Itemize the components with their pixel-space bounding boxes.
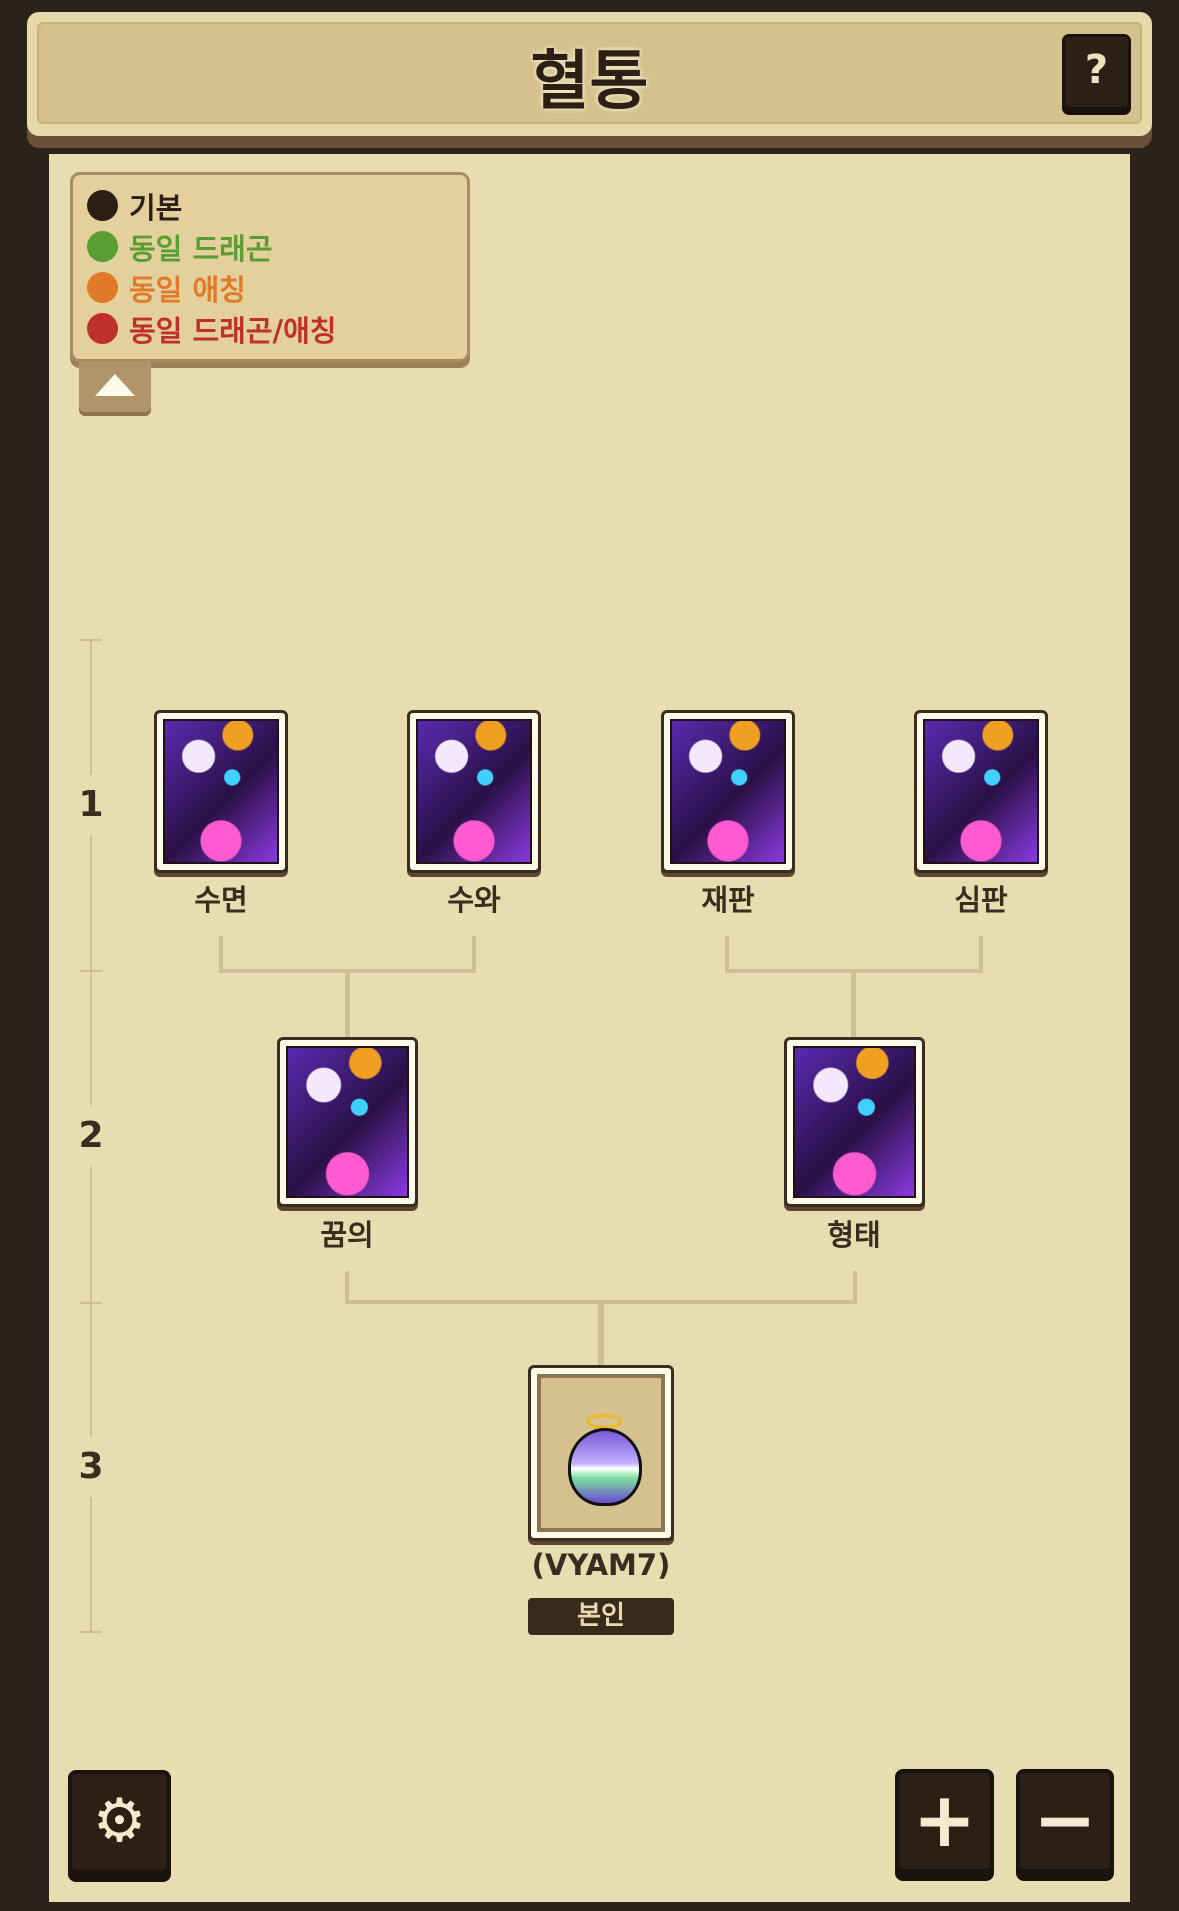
- egg-image: [537, 1374, 665, 1532]
- dragon-card[interactable]: [784, 1037, 925, 1207]
- dragon-card[interactable]: [407, 710, 541, 873]
- dragon-name: 수와: [447, 883, 501, 917]
- legend-label: 기본: [129, 190, 183, 225]
- zoom-out-button[interactable]: −: [1016, 1769, 1114, 1873]
- self-egg-card[interactable]: [528, 1365, 674, 1541]
- gear-icon: ⚙: [92, 1786, 147, 1856]
- dragon-name: 형태: [827, 1218, 881, 1252]
- legend-label: 동일 드래곤/애칭: [129, 313, 337, 348]
- level-label: 3: [70, 1437, 112, 1497]
- legend-label: 동일 드래곤: [129, 231, 273, 266]
- level-label: 1: [70, 775, 112, 835]
- tree-panel: [49, 154, 1130, 1902]
- axis-tick: [80, 1302, 102, 1304]
- level-label: 2: [70, 1106, 112, 1166]
- dragon-name: 수면: [194, 883, 248, 917]
- dot-icon: [87, 190, 118, 221]
- dragon-card[interactable]: [661, 710, 795, 873]
- legend-item-same-both: 동일 드래곤/애칭: [87, 308, 453, 349]
- dragon-image: [670, 719, 786, 864]
- page-title: 혈통: [530, 45, 649, 119]
- dragon-image: [416, 719, 532, 864]
- header-bar: 혈통 ?: [27, 12, 1152, 136]
- axis-tick: [80, 1631, 102, 1633]
- dragon-image: [923, 719, 1039, 864]
- dot-icon: [87, 231, 118, 262]
- zoom-in-button[interactable]: +: [895, 1769, 994, 1873]
- self-name: (VYAM7): [531, 1548, 671, 1582]
- axis-tick: [80, 970, 102, 972]
- dragon-card[interactable]: [277, 1037, 418, 1207]
- dot-icon: [87, 313, 118, 344]
- dragon-name: 심판: [954, 883, 1008, 917]
- help-button[interactable]: ?: [1062, 34, 1131, 110]
- dragon-image: [793, 1046, 916, 1198]
- dot-icon: [87, 272, 118, 303]
- legend-item-same-name: 동일 애칭: [87, 267, 453, 308]
- settings-button[interactable]: ⚙: [68, 1770, 171, 1874]
- legend-box: 기본 동일 드래곤 동일 애칭 동일 드래곤/애칭: [70, 172, 470, 362]
- legend-label: 동일 애칭: [129, 272, 246, 307]
- legend-item-basic: 기본: [87, 185, 453, 226]
- dragon-name: 재판: [701, 883, 755, 917]
- dragon-card[interactable]: [914, 710, 1048, 873]
- dragon-image: [286, 1046, 409, 1198]
- dragon-card[interactable]: [154, 710, 288, 873]
- dragon-image: [163, 719, 279, 864]
- dragon-name: 꿈의: [320, 1218, 374, 1252]
- axis-tick: [80, 639, 102, 641]
- self-badge: 본인: [528, 1598, 674, 1635]
- legend-collapse-button[interactable]: [79, 362, 151, 412]
- legend-item-same-dragon: 동일 드래곤: [87, 226, 453, 267]
